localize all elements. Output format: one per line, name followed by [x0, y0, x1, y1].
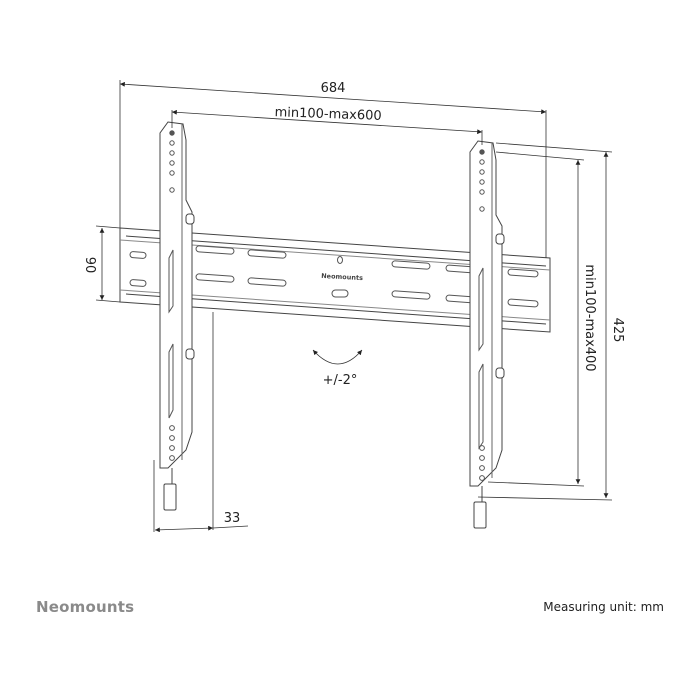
dim-33-label: 33 — [224, 511, 241, 526]
tilt-arc — [312, 349, 363, 365]
rail-brand-label: Neomounts — [321, 272, 363, 282]
brand-logo: Neomounts — [36, 598, 135, 616]
dim-684-label: 684 — [321, 81, 346, 96]
dim-horizontal-vesa-line — [171, 109, 483, 135]
tilt-label: +/-2° — [323, 373, 358, 388]
measuring-unit-label: Measuring unit: mm — [543, 600, 664, 614]
dim-425-label: 425 — [610, 318, 625, 343]
dim-horizontal-vesa-label: min100-max600 — [274, 105, 382, 124]
dim-33-line — [154, 525, 214, 533]
right-bracket — [469, 140, 505, 529]
dim-vertical-vesa-label: min100-max400 — [582, 264, 597, 371]
wall-rail — [119, 227, 551, 333]
left-bracket — [159, 121, 195, 511]
dim-90-label: 90 — [82, 257, 97, 274]
dim-684-line — [119, 81, 547, 115]
